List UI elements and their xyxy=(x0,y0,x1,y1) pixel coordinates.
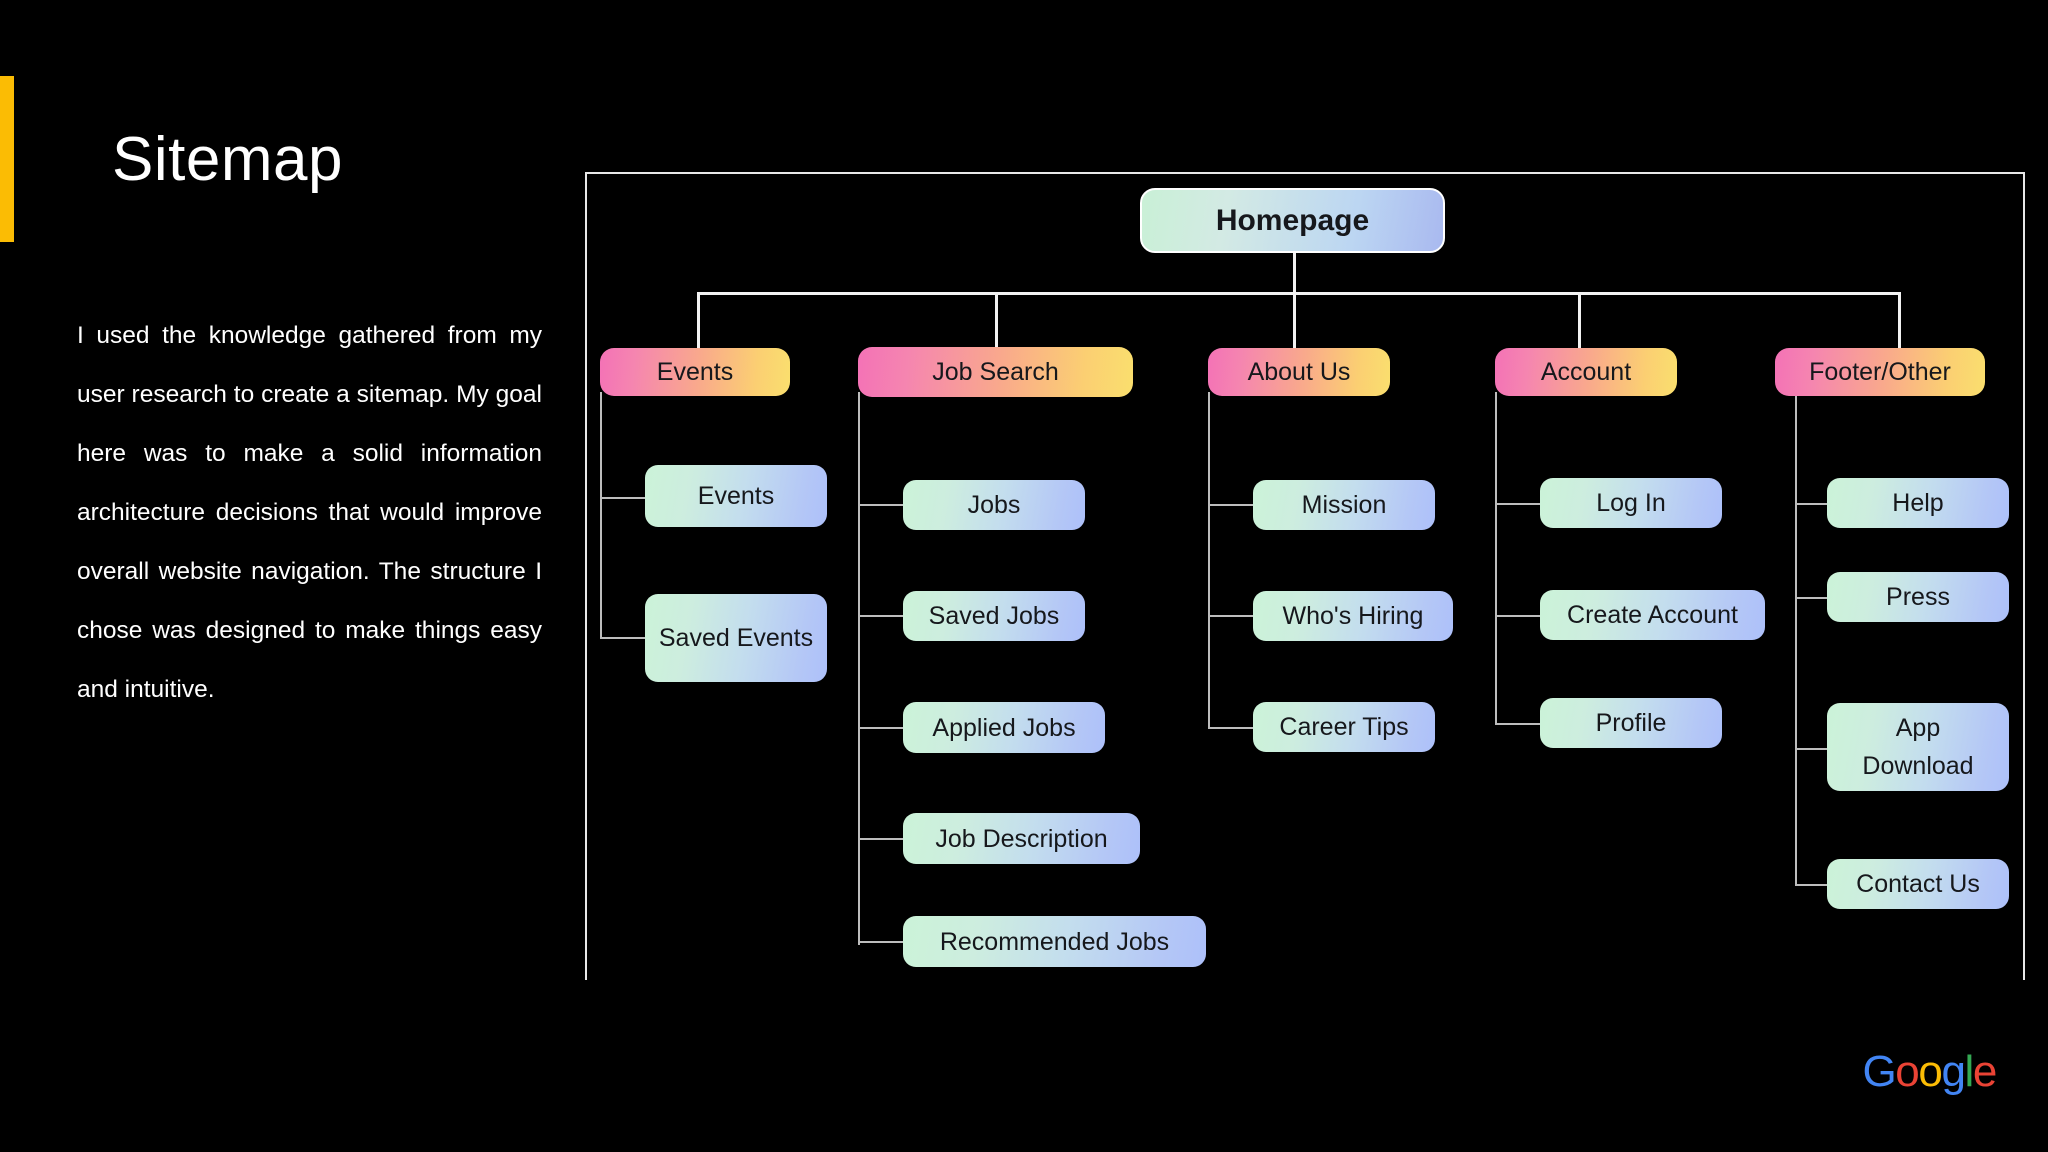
node-label: Events xyxy=(697,482,775,510)
logo-letter-e: e xyxy=(1972,1047,1997,1096)
connector-drop-account xyxy=(1578,292,1581,348)
connector-drop-job-search xyxy=(995,292,998,348)
node-label: Job Search xyxy=(932,358,1059,386)
node-job-recommended-jobs[interactable]: Recommended Jobs xyxy=(903,916,1206,967)
node-label: Profile xyxy=(1595,709,1667,737)
stub-events-1 xyxy=(600,497,645,499)
node-account-profile[interactable]: Profile xyxy=(1540,698,1722,748)
logo-letter-g2: g xyxy=(1941,1047,1965,1096)
logo-letter-o2: o xyxy=(1918,1047,1942,1096)
node-account-create-account[interactable]: Create Account xyxy=(1540,590,1765,640)
accent-bar xyxy=(0,76,14,242)
node-label: Career Tips xyxy=(1279,713,1409,741)
node-job-saved-jobs[interactable]: Saved Jobs xyxy=(903,591,1085,641)
spine-footer xyxy=(1795,392,1797,886)
node-job-jobs[interactable]: Jobs xyxy=(903,480,1085,530)
stub-account-3 xyxy=(1495,723,1540,725)
spine-about-us xyxy=(1208,392,1210,727)
stub-footer-3 xyxy=(1795,748,1827,750)
node-label: Help xyxy=(1892,489,1944,517)
diagram-frame xyxy=(585,172,2025,980)
spine-account xyxy=(1495,392,1497,725)
stub-footer-2 xyxy=(1795,597,1827,599)
logo-letter-l: l xyxy=(1964,1047,1975,1096)
node-job-applied-jobs[interactable]: Applied Jobs xyxy=(903,702,1105,753)
spine-job-search xyxy=(858,392,860,945)
body-paragraph: I used the knowledge gathered from my us… xyxy=(77,322,542,703)
connector-drop-about-us xyxy=(1293,292,1296,348)
node-footer-app-download[interactable]: App Download xyxy=(1827,703,2009,791)
node-label: Homepage xyxy=(1215,203,1370,237)
node-label: Contact Us xyxy=(1856,870,1980,898)
node-label: Job Description xyxy=(935,824,1108,853)
stub-account-1 xyxy=(1495,503,1540,505)
node-label: Log In xyxy=(1596,489,1666,517)
node-footer-help[interactable]: Help xyxy=(1827,478,2009,528)
node-account-log-in[interactable]: Log In xyxy=(1540,478,1722,528)
stub-job-3 xyxy=(858,727,903,729)
node-job-description[interactable]: Job Description xyxy=(903,813,1140,864)
node-label: Footer/Other xyxy=(1809,358,1951,386)
stub-job-5 xyxy=(858,941,903,943)
node-footer-contact-us[interactable]: Contact Us xyxy=(1827,859,2009,909)
stub-about-1 xyxy=(1208,504,1253,506)
stub-about-3 xyxy=(1208,727,1253,729)
google-logo: Google xyxy=(1862,1047,1997,1097)
node-label: Mission xyxy=(1301,491,1387,519)
node-label: Applied Jobs xyxy=(932,713,1076,742)
stub-footer-4 xyxy=(1795,884,1827,886)
node-label: Events xyxy=(656,358,734,386)
logo-letter-g: G xyxy=(1862,1047,1896,1096)
stub-account-2 xyxy=(1495,615,1540,617)
connector-drop-events xyxy=(697,292,700,348)
connector-level2-bus xyxy=(697,292,1900,295)
node-events[interactable]: Events xyxy=(600,348,790,396)
node-label: Saved Jobs xyxy=(928,602,1060,630)
node-events-events[interactable]: Events xyxy=(645,465,827,527)
node-homepage[interactable]: Homepage xyxy=(1140,188,1445,253)
node-about-whos-hiring[interactable]: Who's Hiring xyxy=(1253,591,1453,641)
node-label: Recommended Jobs xyxy=(939,927,1170,956)
node-label: Press xyxy=(1886,583,1950,611)
stub-footer-1 xyxy=(1795,503,1827,505)
stub-events-2 xyxy=(600,637,645,639)
node-footer-other[interactable]: Footer/Other xyxy=(1775,348,1985,396)
node-account[interactable]: Account xyxy=(1495,348,1677,396)
node-about-career-tips[interactable]: Career Tips xyxy=(1253,702,1435,752)
node-label: Saved Events xyxy=(658,624,814,652)
node-label: Who's Hiring xyxy=(1282,602,1424,630)
stub-job-1 xyxy=(858,504,903,506)
stub-job-2 xyxy=(858,615,903,617)
node-label: Account xyxy=(1540,358,1632,386)
node-about-us[interactable]: About Us xyxy=(1208,348,1390,396)
page-title: Sitemap xyxy=(112,125,343,194)
node-label: App Download xyxy=(1862,714,1974,780)
stub-job-4 xyxy=(858,838,903,840)
node-events-saved-events[interactable]: Saved Events xyxy=(645,594,827,682)
spine-events xyxy=(600,392,602,639)
connector-root-stem xyxy=(1293,252,1296,294)
logo-letter-o1: o xyxy=(1895,1047,1919,1096)
node-label: About Us xyxy=(1247,358,1351,386)
connector-drop-footer xyxy=(1898,292,1901,348)
node-job-search[interactable]: Job Search xyxy=(858,347,1133,397)
node-about-mission[interactable]: Mission xyxy=(1253,480,1435,530)
node-label: Create Account xyxy=(1567,601,1738,629)
node-label: Jobs xyxy=(967,491,1021,519)
stub-about-2 xyxy=(1208,615,1253,617)
node-footer-press[interactable]: Press xyxy=(1827,572,2009,622)
